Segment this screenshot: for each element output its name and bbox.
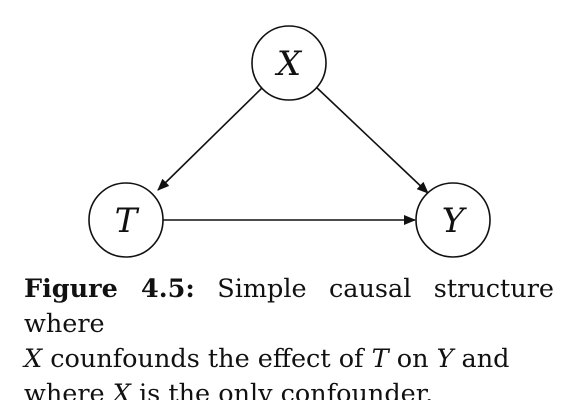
node-x: X xyxy=(251,25,327,101)
figure-caption: Figure 4.5: Simple causal structure wher… xyxy=(24,272,554,400)
var-t: T xyxy=(371,344,389,374)
caption-line-2: X counfounds the effect of T on Y and xyxy=(24,342,554,377)
figure-label: Figure 4.5: xyxy=(24,274,195,304)
caption-text: Simple causal structure where xyxy=(24,274,554,339)
causal-diagram: X T Y xyxy=(88,25,491,258)
node-y-circle xyxy=(415,182,491,258)
caption-text: on xyxy=(388,344,437,374)
caption-text: counfounds the effect of xyxy=(42,344,372,374)
caption-text: where xyxy=(24,379,113,400)
node-t: T xyxy=(88,182,164,258)
edge-x-to-t xyxy=(157,85,265,191)
caption-line-1: Figure 4.5: Simple causal structure wher… xyxy=(24,272,554,342)
edge-x-to-y xyxy=(314,85,429,194)
node-y: Y xyxy=(415,182,491,258)
caption-text: is the only confounder. xyxy=(130,379,434,400)
node-t-label: T xyxy=(115,201,140,241)
var-y: Y xyxy=(436,344,454,374)
node-t-circle xyxy=(88,182,164,258)
node-y-label: Y xyxy=(442,201,468,241)
node-x-label: X xyxy=(274,44,303,84)
node-x-circle xyxy=(251,25,327,101)
caption-text: and xyxy=(453,344,510,374)
var-x: X xyxy=(112,379,131,400)
var-x: X xyxy=(24,344,43,374)
caption-line-3: where X is the only confounder. xyxy=(24,377,554,400)
